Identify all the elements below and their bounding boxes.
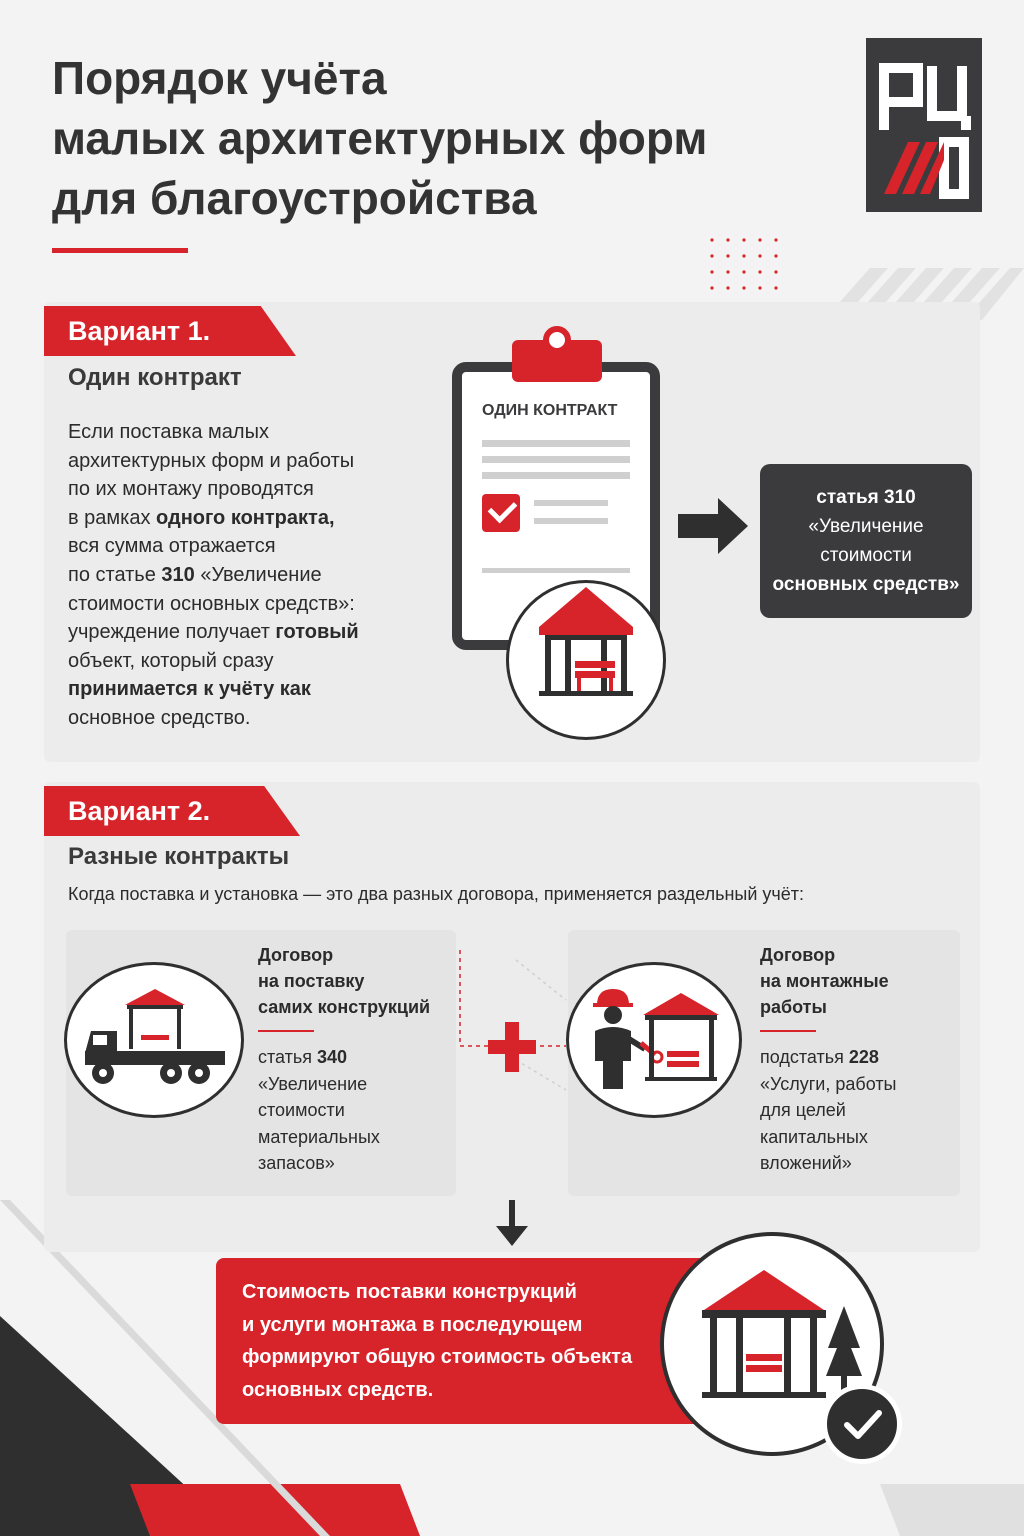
installation-contract-article: подстатья 228 «Услуги, работы для целей … <box>760 1047 897 1174</box>
worker-icon <box>593 989 719 1089</box>
desc-line: основное средство. <box>68 706 251 729</box>
variant2-subtitle: Разные контракты <box>68 843 290 870</box>
checkbox-icon <box>482 493 520 532</box>
worker-circle <box>566 962 742 1118</box>
desc-line: Если поставка малых <box>68 421 269 443</box>
installation-contract-title: Договор на монтажные работы <box>760 945 889 1017</box>
arrow-right-icon <box>678 498 748 554</box>
clipboard-line <box>482 472 630 479</box>
result-line: «Увеличение <box>808 516 924 537</box>
connector-lines <box>459 950 567 1091</box>
desc-line: учреждение получает готовый <box>68 621 359 644</box>
tree-icon <box>826 1306 862 1396</box>
clipboard-line <box>482 456 630 463</box>
arrow-down-icon <box>496 1200 528 1246</box>
desc-line: архитектурных форм и работы <box>68 449 355 472</box>
desc-line: стоимости основных средств»: <box>68 592 355 615</box>
title-line-3: для благоустройства <box>52 172 537 224</box>
final-result-text: Стоимость поставки конструкций и услуги … <box>242 1281 633 1401</box>
desc-line: по их монтажу проводятся <box>68 478 314 501</box>
variant2-intro: Когда поставка и установка — это два раз… <box>68 884 805 904</box>
supply-contract-article: статья 340 «Увеличение стоимости материа… <box>258 1047 380 1174</box>
clipboard-ring <box>543 326 571 354</box>
plus-icon-vertical <box>505 1022 519 1072</box>
corner-dark-shape <box>0 1316 240 1536</box>
card-divider <box>760 1030 816 1032</box>
final-gazebo-icon <box>702 1270 862 1398</box>
result-line: основных средств» <box>772 574 960 595</box>
result-article: статья 310 <box>816 487 916 508</box>
variant1-result-box: статья 310 «Увеличение стоимости основны… <box>760 464 972 618</box>
page-title: Порядок учёта малых архитектурных форм д… <box>52 48 832 228</box>
clipboard-line <box>534 500 608 506</box>
variant2-label: Вариант 2. <box>44 786 300 836</box>
desc-line: в рамках одного контракта, <box>68 506 335 529</box>
variant1-subtitle: Один контракт <box>68 364 242 391</box>
result-line: стоимости <box>820 545 912 566</box>
clipboard-title: ОДИН КОНТРАКТ <box>482 402 618 419</box>
dot-grid <box>710 238 778 290</box>
logo <box>866 38 982 212</box>
corner-grey-line <box>0 1200 330 1536</box>
desc-line: объект, который сразу <box>68 649 274 672</box>
corner-grey-shape-right <box>880 1484 1024 1536</box>
card-divider <box>258 1030 314 1032</box>
truck-icon <box>85 989 225 1084</box>
logo-mark <box>879 63 971 199</box>
desc-line: по статье 310 «Увеличение <box>68 563 322 586</box>
gazebo-circle <box>506 580 666 740</box>
clipboard-line <box>482 440 630 447</box>
title-line-2: малых архитектурных форм <box>52 112 708 164</box>
title-line-1: Порядок учёта <box>52 52 387 104</box>
clipboard-line <box>482 568 630 573</box>
desc-line: вся сумма отражается <box>68 535 276 558</box>
title-underline <box>52 248 188 253</box>
truck-circle <box>64 962 244 1118</box>
variant1-description: Если поставка малых архитектурных форм и… <box>68 418 428 733</box>
supply-contract-title: Договор на поставку самих конструкций <box>258 945 431 1017</box>
check-icon <box>822 1384 902 1464</box>
gazebo-icon <box>539 587 633 696</box>
corner-red-shape <box>130 1484 420 1536</box>
clipboard-line <box>534 518 608 524</box>
desc-line: принимается к учёту как <box>68 678 311 701</box>
variant1-label: Вариант 1. <box>44 306 296 356</box>
